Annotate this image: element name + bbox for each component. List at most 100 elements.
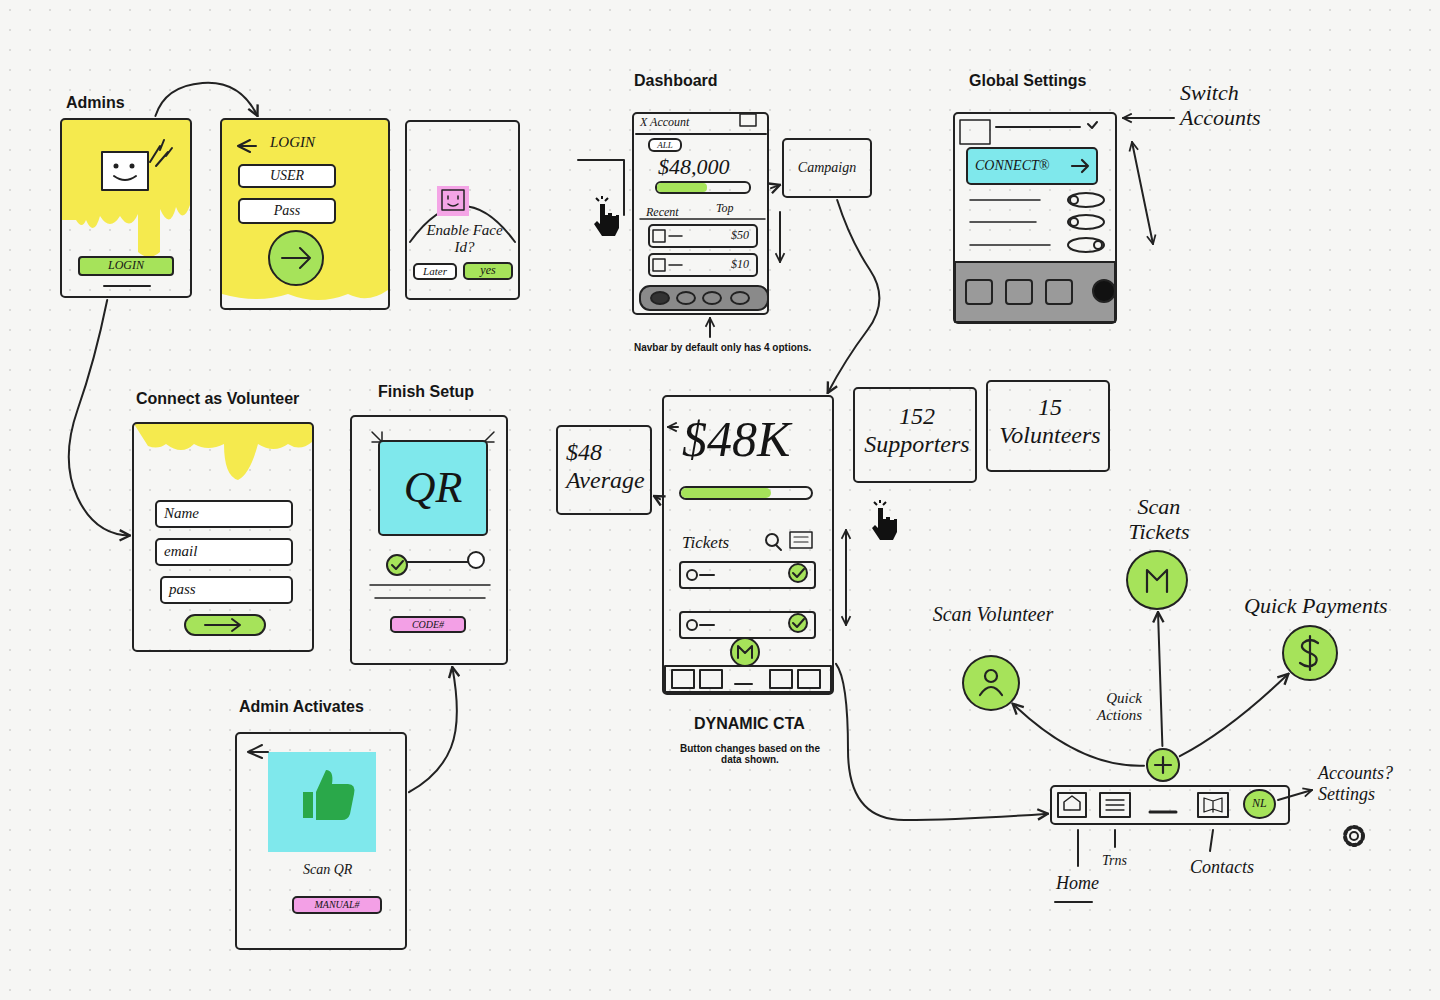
sketch-stroke — [316, 770, 354, 820]
node-text: $50 — [731, 229, 749, 243]
sketch-stroke — [668, 426, 678, 428]
ui-element-box: pass — [160, 576, 293, 604]
sketch-stroke — [269, 231, 323, 285]
sketch-stroke — [115, 165, 118, 168]
sketch-stroke — [392, 561, 403, 569]
sketch-stroke — [205, 619, 240, 631]
ui-element-box: MANUAL# — [292, 896, 382, 914]
ui-element-box: $10 — [648, 253, 758, 277]
sketch-stroke — [114, 176, 136, 180]
node-text: Later — [423, 265, 447, 278]
sketch-stroke — [1350, 832, 1358, 840]
node-text: Recent — [646, 206, 679, 220]
ui-element-box: email — [155, 538, 293, 566]
sketch-stroke — [651, 292, 669, 304]
sketch-stroke — [872, 500, 897, 540]
sketch-stroke — [1198, 793, 1228, 817]
sketch-stroke — [709, 318, 711, 337]
node-text: LOGIN — [108, 259, 144, 273]
node-text: 15 Volunteers — [994, 394, 1106, 449]
ui-element-box: Pass — [238, 198, 336, 224]
sketch-stroke — [970, 200, 1050, 245]
sketch-stroke — [794, 537, 808, 542]
sketch-stroke — [442, 190, 464, 210]
sketch-stroke — [578, 160, 624, 215]
sketch-stroke — [653, 230, 665, 242]
sketch-stroke — [1055, 901, 1092, 903]
sketch-stroke — [985, 670, 997, 682]
sketch-stroke — [303, 792, 313, 818]
node-text: Trns — [1102, 853, 1127, 869]
flow-arrow — [1180, 674, 1289, 756]
sketch-stroke — [955, 262, 1115, 322]
sketch-stroke — [1100, 793, 1130, 817]
sketch-stroke — [680, 487, 812, 499]
sketch-stroke — [766, 534, 778, 546]
sketch-stroke — [776, 545, 781, 550]
ui-element-box: CONNECT® — [966, 147, 1098, 185]
sketch-stroke — [1300, 636, 1318, 670]
ui-element-box: yes — [463, 262, 513, 280]
sketch-stroke — [1006, 280, 1032, 304]
sketch-stroke — [222, 120, 388, 300]
node-text: CODE# — [412, 619, 444, 631]
sketch-stroke — [845, 530, 847, 625]
action-circle: Quick Actions — [1146, 748, 1180, 782]
sketch-stroke — [1072, 160, 1088, 172]
flow-arrow — [654, 496, 660, 499]
node-text: Enable Face Id? — [415, 222, 514, 257]
sketch-stroke — [1046, 280, 1072, 304]
node-text: 152 Supporters — [861, 403, 973, 458]
screen-box: AdminsLOGIN — [60, 118, 192, 298]
sketch-stroke — [980, 687, 1002, 695]
screen-box: LOGINUSERPass — [220, 118, 390, 310]
sketch-stroke — [1345, 827, 1363, 845]
action-circle: Quick Payments — [1282, 625, 1338, 681]
sketch-stroke — [700, 574, 714, 576]
flow-arrow — [155, 83, 257, 116]
sketch-stroke — [656, 182, 750, 193]
node-text: pass — [169, 581, 196, 598]
sketch-stroke — [62, 114, 1363, 902]
ui-element-box: ALL — [648, 138, 682, 152]
node-text: USER — [270, 168, 304, 184]
sketch-stroke — [1278, 790, 1312, 800]
sketch-stroke — [703, 292, 721, 304]
screen-box: Finish SetupQRCODE# — [350, 415, 508, 665]
sketch-stroke — [770, 670, 792, 688]
sketch-stroke — [1070, 218, 1078, 226]
screen-box: $48KTicketsDYNAMIC CTAButton changes bas… — [662, 395, 834, 695]
node-text: X Account — [640, 116, 689, 130]
sketch-stroke — [789, 564, 807, 582]
node-text: Button changes based on the data shown. — [670, 743, 830, 765]
sketch-stroke — [238, 140, 256, 152]
sketch-stroke — [687, 620, 697, 630]
annotation-label: Accounts? Settings — [1318, 763, 1418, 804]
sketch-stroke — [1064, 796, 1080, 810]
action-circle: Scan Volunteer — [962, 655, 1020, 711]
screen-box: Connect as VolunteerNameemailpass — [132, 422, 314, 652]
node-text: $48,000 — [658, 154, 730, 179]
node-text: Scan Tickets — [1114, 494, 1204, 545]
flow-arrow — [409, 667, 457, 792]
node-text: yes — [480, 264, 495, 278]
sketch-stroke — [640, 286, 768, 310]
sketch-stroke — [793, 569, 804, 577]
ui-element-box: QR — [378, 440, 488, 536]
node-text: Scan QR — [303, 862, 352, 878]
screen-box: Global SettingsCONNECT® — [953, 112, 1117, 324]
section-heading: Admin Activates — [239, 698, 364, 716]
ui-element-box: $50 — [648, 224, 758, 248]
sketch-stroke — [1106, 800, 1124, 810]
sketch-stroke — [669, 264, 682, 266]
section-heading: Dashboard — [634, 72, 718, 90]
sketch-stroke — [731, 292, 749, 304]
sketch-stroke — [672, 670, 694, 688]
screen-box: Campaign — [782, 138, 872, 198]
node-text: MANUAL# — [315, 899, 360, 911]
screen-box: Enable Face Id? Later yes — [405, 120, 520, 300]
flow-arrow — [69, 300, 130, 536]
section-heading: Connect as Volunteer — [136, 390, 299, 408]
